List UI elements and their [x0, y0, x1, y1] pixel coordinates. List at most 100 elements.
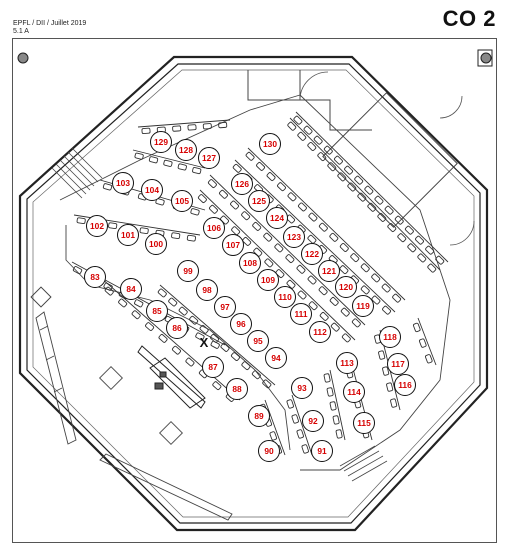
seat-number-label: 90 — [264, 446, 274, 456]
seat-marker[interactable]: 107 — [222, 234, 244, 256]
seat-marker-circle — [203, 217, 225, 239]
seat-chair — [297, 290, 307, 300]
seat-number-label: 125 — [252, 196, 266, 206]
seat-number-label: 106 — [207, 223, 221, 233]
seat-marker[interactable]: 116 — [394, 374, 416, 396]
seat-chair — [301, 444, 309, 454]
seat-marker[interactable]: 126 — [231, 173, 253, 195]
seat-marker[interactable]: 85 — [146, 300, 168, 322]
seat-row — [287, 117, 441, 273]
seat-marker[interactable]: 104 — [141, 179, 163, 201]
seat-marker[interactable]: 121 — [318, 260, 340, 282]
seat-chair — [360, 263, 370, 273]
seat-marker[interactable]: 113 — [336, 352, 358, 374]
seat-number-label: 98 — [202, 285, 212, 295]
seat-marker[interactable]: 110 — [274, 286, 296, 308]
seat-marker-circle — [343, 381, 365, 403]
seat-marker[interactable]: 109 — [257, 269, 279, 291]
seat-marker[interactable]: 100 — [145, 233, 167, 255]
seat-chair — [329, 232, 339, 242]
seat-number-label: 95 — [253, 336, 263, 346]
seat-marker[interactable]: 128 — [175, 139, 197, 161]
seat-marker[interactable]: 83 — [84, 266, 106, 288]
seat-chair — [397, 233, 407, 243]
seat-chair — [139, 227, 149, 235]
seat-marker[interactable]: 125 — [248, 190, 270, 212]
seat-chair — [145, 322, 155, 331]
bottom-wall-bench — [99, 453, 233, 521]
seat-marker[interactable]: 130 — [259, 133, 281, 155]
seat-marker[interactable]: 118 — [379, 326, 401, 348]
seat-marker[interactable]: 97 — [214, 296, 236, 318]
seat-chair — [341, 333, 351, 343]
seat-chair — [232, 163, 242, 173]
seat-marker[interactable]: 96 — [230, 313, 252, 335]
seat-chair — [332, 415, 340, 425]
seat-marker[interactable]: 124 — [266, 207, 288, 229]
seat-marker[interactable]: 119 — [352, 295, 374, 317]
seat-chair — [318, 286, 328, 296]
seat-marker[interactable]: 103 — [112, 172, 134, 194]
seat-chair — [435, 255, 445, 265]
seat-chair — [157, 288, 167, 298]
seat-chair — [177, 163, 187, 171]
seat-marker[interactable]: 88 — [226, 378, 248, 400]
seat-marker[interactable]: 115 — [353, 412, 375, 434]
stage-plinth-2 — [158, 420, 184, 446]
seat-row — [207, 174, 366, 328]
seat-chair — [378, 350, 386, 360]
seat-marker[interactable]: 111 — [290, 303, 312, 325]
seat-marker-circle — [230, 313, 252, 335]
seat-marker[interactable]: 92 — [302, 410, 324, 432]
seat-chair — [266, 172, 276, 181]
seat-number-label: 128 — [179, 145, 193, 155]
seat-marker[interactable]: 129 — [150, 131, 172, 153]
seat-marker[interactable]: 84 — [120, 278, 142, 300]
seat-chair — [308, 212, 318, 222]
seat-marker[interactable]: 120 — [335, 276, 357, 298]
seat-marker[interactable]: 127 — [198, 147, 220, 169]
seat-marker[interactable]: 122 — [301, 243, 323, 265]
seat-chair — [413, 322, 421, 333]
seat-marker[interactable]: 108 — [239, 252, 261, 274]
seat-chair — [327, 162, 337, 172]
seat-marker-circle — [302, 410, 324, 432]
seat-chair — [323, 145, 333, 155]
seat-marker[interactable]: 114 — [343, 381, 365, 403]
seat-chair — [275, 269, 285, 278]
seat-marker[interactable]: 90 — [258, 440, 280, 462]
seat-marker[interactable]: 112 — [309, 321, 331, 343]
seat-marker[interactable]: 87 — [202, 356, 224, 378]
seat-marker[interactable]: 89 — [248, 405, 270, 427]
row-desk-line — [291, 394, 313, 456]
seat-marker[interactable]: 93 — [291, 377, 313, 399]
seat-chair — [163, 159, 173, 167]
seat-number-label: 109 — [261, 275, 275, 285]
seat-marker[interactable]: 91 — [311, 440, 333, 462]
seat-chair — [407, 243, 417, 253]
seat-marker[interactable]: 98 — [196, 279, 218, 301]
seat-number-label: 92 — [308, 416, 318, 426]
seat-marker-circle — [335, 276, 357, 298]
seat-marker[interactable]: 117 — [387, 353, 409, 375]
seat-marker-circle — [117, 224, 139, 246]
seat-chair — [326, 387, 334, 397]
seat-marker[interactable]: 123 — [283, 226, 305, 248]
seat-marker[interactable]: 95 — [247, 330, 269, 352]
seat-number-label: 111 — [294, 309, 307, 319]
seat-marker[interactable]: 106 — [203, 217, 225, 239]
seat-marker[interactable]: 86 — [166, 317, 188, 339]
seat-marker[interactable]: 99 — [177, 260, 199, 282]
seat-marker[interactable]: 94 — [265, 347, 287, 369]
stage-marker: X — [200, 335, 209, 350]
seat-marker[interactable]: 101 — [117, 224, 139, 246]
seat-chair — [392, 293, 402, 303]
seat-marker[interactable]: 105 — [171, 190, 193, 212]
seat-marker-circle — [301, 243, 323, 265]
seat-marker[interactable]: 102 — [86, 215, 108, 237]
seat-number-label: 89 — [254, 411, 264, 421]
row-desk-line — [247, 147, 406, 301]
seat-marker-circle — [222, 234, 244, 256]
